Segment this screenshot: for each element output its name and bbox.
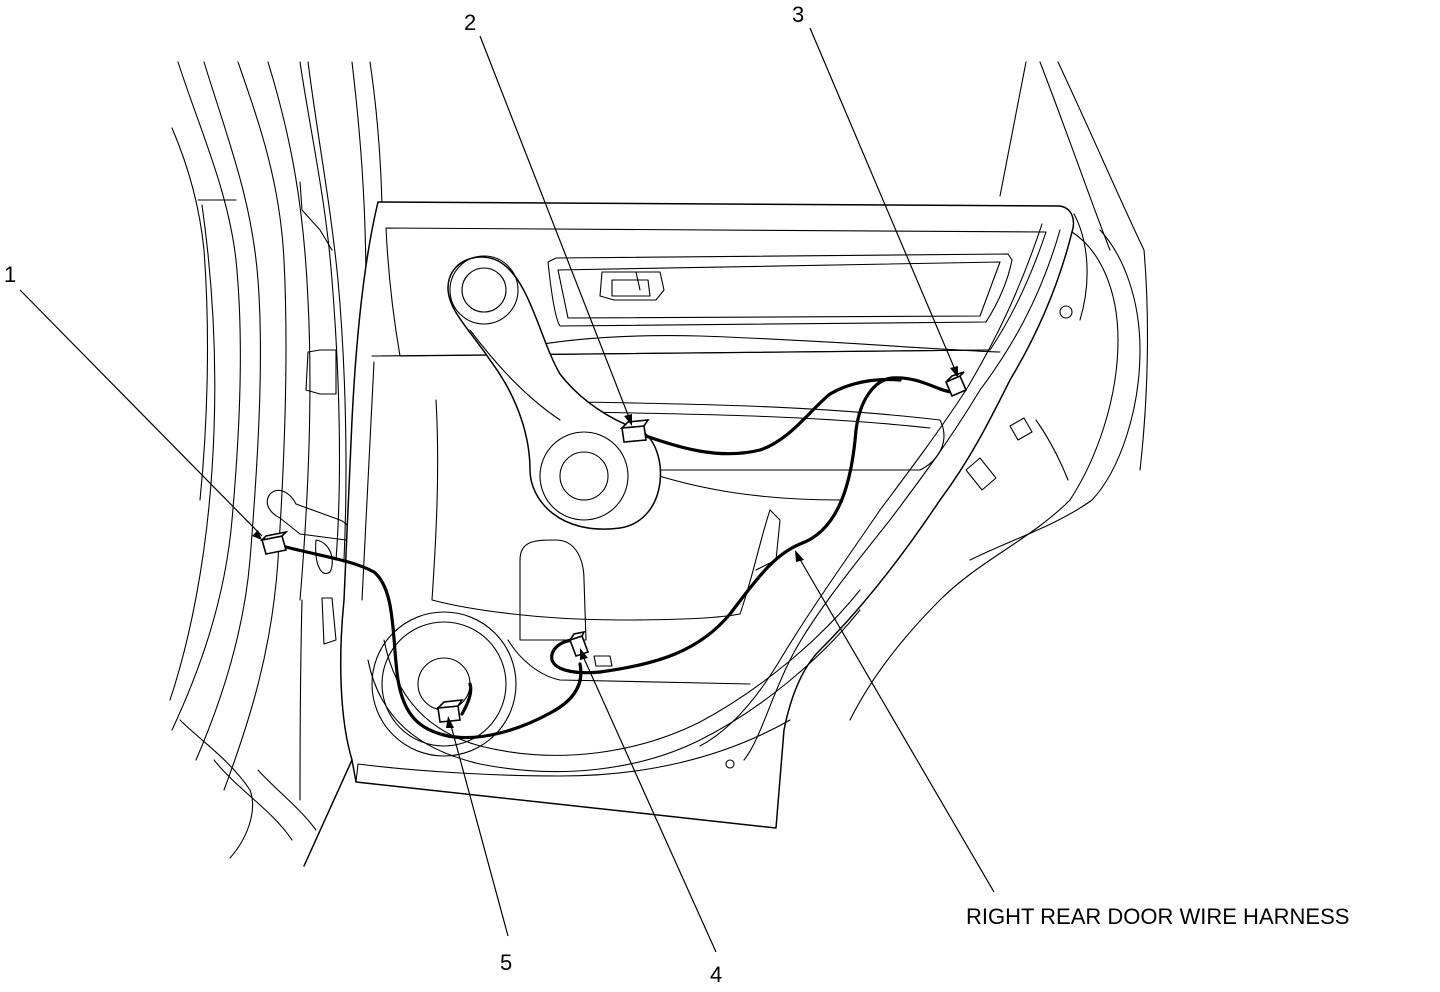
callout-2: 2 bbox=[464, 10, 476, 35]
connectors bbox=[259, 371, 968, 723]
connector-4 bbox=[568, 630, 590, 658]
callout-5: 5 bbox=[500, 950, 512, 975]
harness-label: RIGHT REAR DOOR WIRE HARNESS bbox=[966, 904, 1349, 929]
connector-1 bbox=[259, 530, 289, 555]
wire-harness bbox=[280, 376, 954, 740]
leader-lines bbox=[19, 27, 995, 953]
connector-3 bbox=[944, 371, 968, 398]
door-trim-features bbox=[361, 227, 1047, 757]
connector-5 bbox=[435, 699, 464, 723]
callout-3: 3 bbox=[792, 2, 804, 27]
callout-4: 4 bbox=[710, 962, 722, 987]
callout-numbers: 1 2 3 4 5 bbox=[4, 2, 804, 987]
callout-1: 1 bbox=[4, 262, 16, 287]
connector-2 bbox=[619, 419, 650, 443]
